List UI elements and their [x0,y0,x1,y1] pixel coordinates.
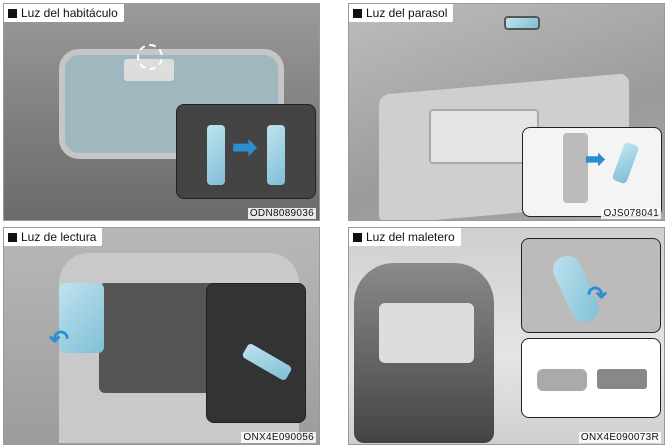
bulb-inset [206,283,306,423]
arrow-icon: ➡ [585,146,606,173]
figure-code: ONX4E090056 [241,432,316,443]
bulb-inset: ➡ [176,104,316,199]
panel-reading-light: ↶ Luz de lectura ONX4E090056 [3,227,320,445]
figure-code: ODN8089036 [247,208,316,219]
arrow-icon: ➡ [232,131,258,164]
panel-trunk-light: ↷ Luz del maletero ONX4E090073R [348,227,665,445]
rotate-arrow-icon: ↷ [587,282,608,309]
panel-cabin-light: ➡ Luz del habitáculo ODN8089036 [3,3,320,221]
lamp-inset: ↷ [521,238,661,333]
bullet-square-icon [8,232,17,242]
bullet-square-icon [8,8,17,18]
bullet-square-icon [353,8,362,18]
panel-title: Luz del parasol [349,4,454,22]
figure-code: ONX4E090073R [578,432,661,443]
panel-sunvisor-light: ➡ Luz del parasol OJS078041 [348,3,665,221]
panel-title: Luz del habitáculo [4,4,124,22]
bulb-inset: ➡ [522,127,662,217]
bullet-square-icon [353,232,362,242]
bulb-inset [521,338,661,418]
panel-title: Luz de lectura [4,228,103,246]
panel-title: Luz del maletero [349,228,461,246]
rotate-arrow-icon: ↶ [49,326,70,353]
figure-code: OJS078041 [601,208,661,219]
